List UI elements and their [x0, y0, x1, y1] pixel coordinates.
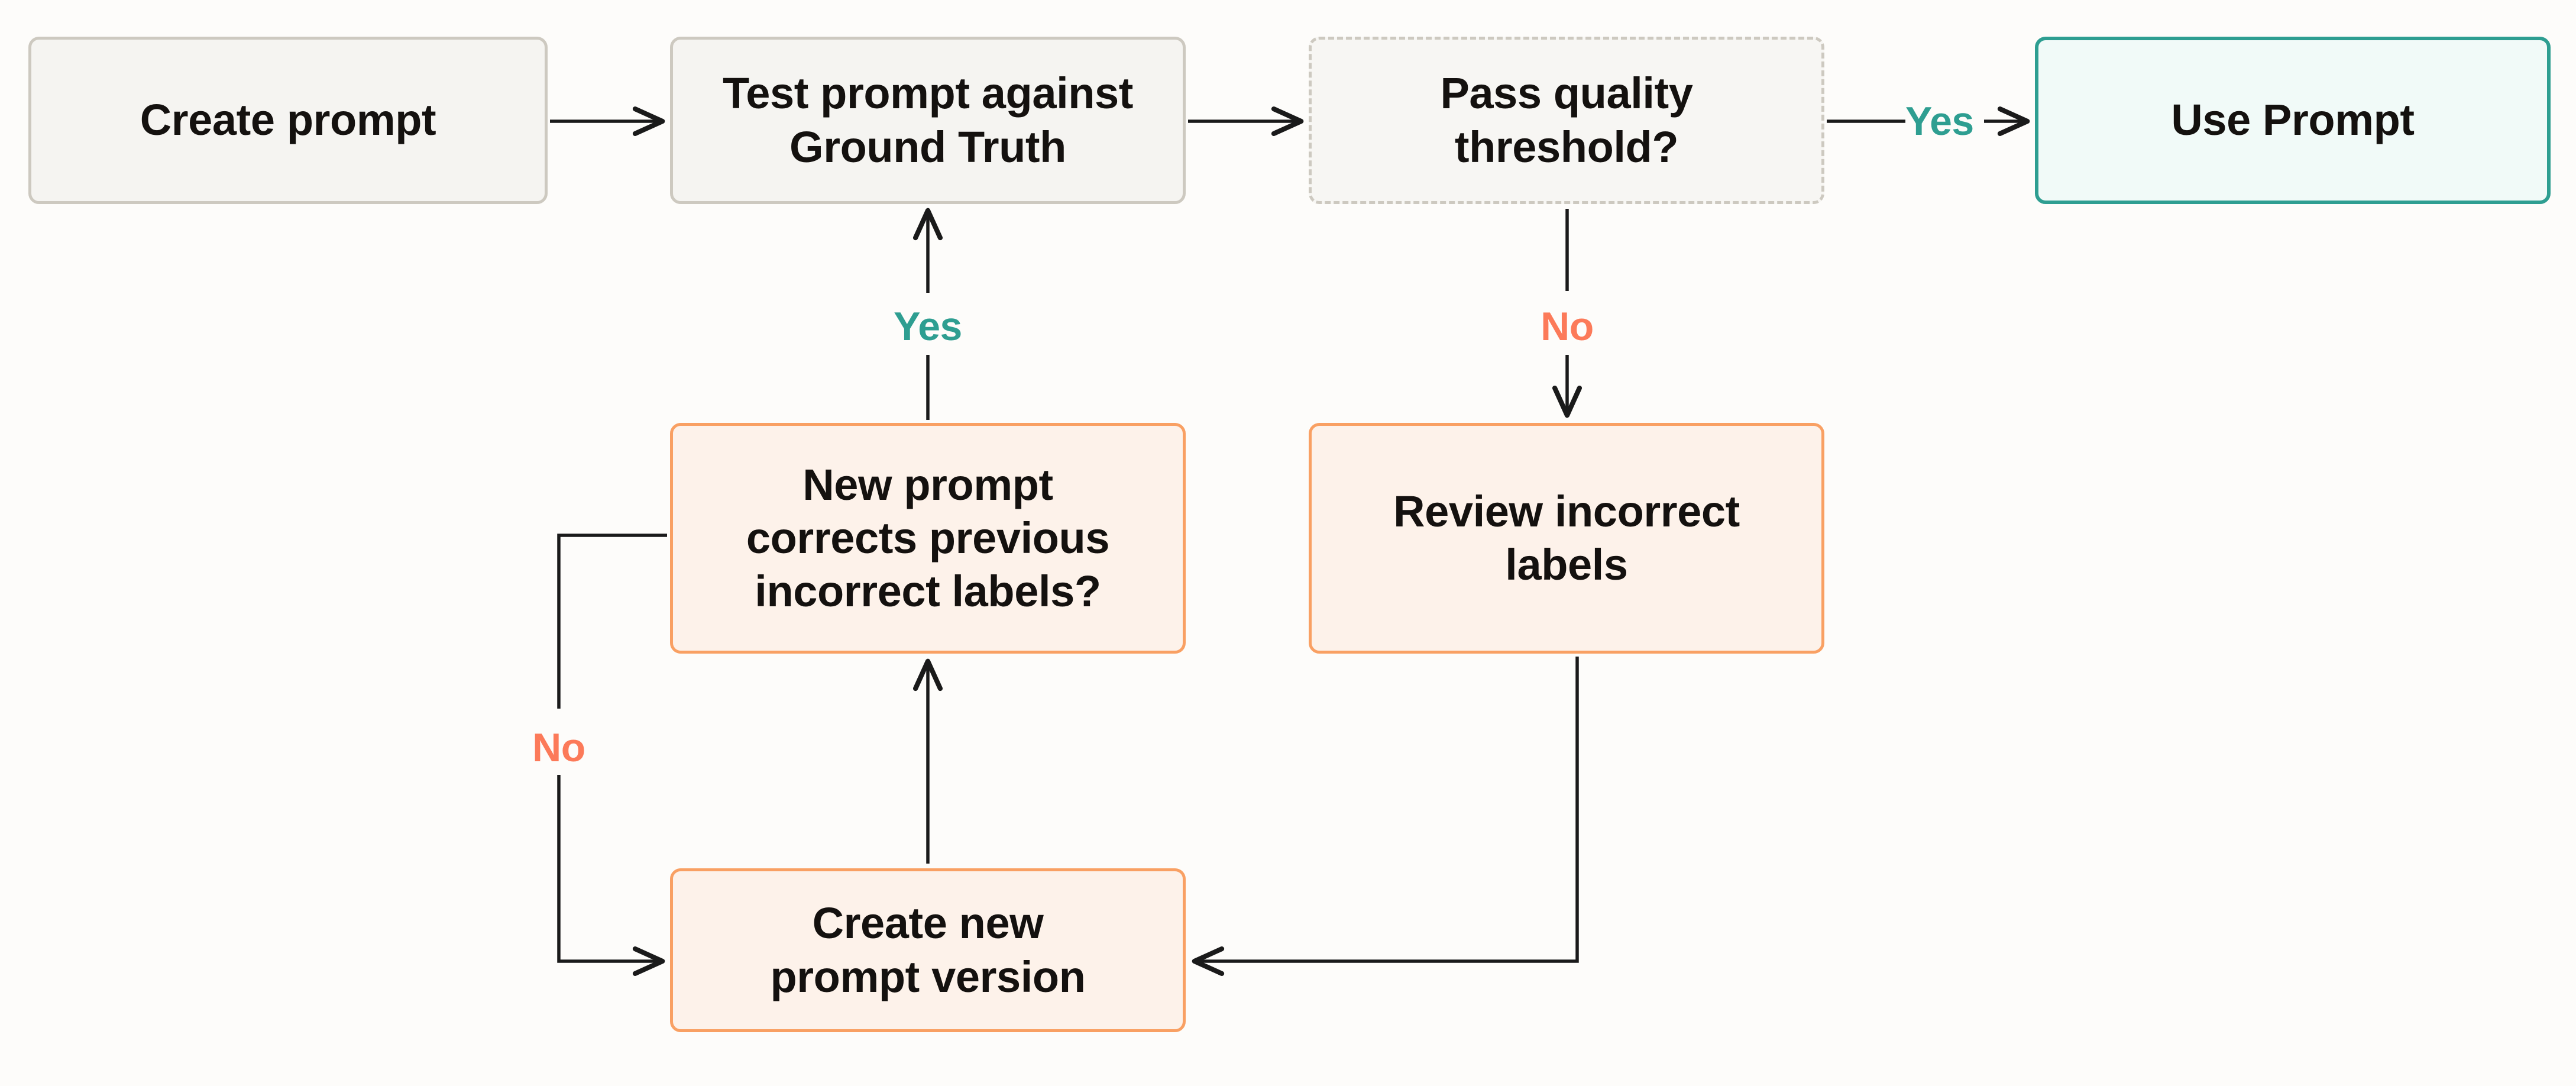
node-create-prompt[interactable]: Create prompt	[28, 37, 548, 204]
node-create-new-prompt-version-label: Create new prompt version	[770, 898, 1086, 1001]
edge-label-yes-threshold: Yes	[1905, 99, 1974, 144]
edge-review-to-create-new-version	[1192, 657, 1579, 977]
node-use-prompt[interactable]: Use Prompt	[2035, 37, 2551, 204]
edge-label-no-corrects: No	[532, 725, 585, 770]
node-use-prompt-label: Use Prompt	[2171, 95, 2415, 145]
node-create-prompt-label: Create prompt	[140, 95, 436, 145]
edge-label-no-threshold: No	[1541, 304, 1594, 349]
edge-corrects-no-to-create-new-version	[557, 775, 665, 977]
node-pass-quality-threshold-label: Pass quality threshold?	[1440, 69, 1693, 172]
node-pass-quality-threshold[interactable]: Pass quality threshold?	[1309, 37, 1824, 204]
node-new-prompt-corrects-label: New prompt corrects previous incorrect l…	[746, 460, 1110, 616]
node-review-incorrect-labels-label: Review incorrect labels	[1393, 486, 1740, 589]
node-new-prompt-corrects[interactable]: New prompt corrects previous incorrect l…	[670, 423, 1186, 654]
node-test-prompt[interactable]: Test prompt against Ground Truth	[670, 37, 1186, 204]
node-create-new-prompt-version[interactable]: Create new prompt version	[670, 868, 1186, 1032]
edge-label-yes-corrects: Yes	[894, 304, 962, 349]
node-review-incorrect-labels[interactable]: Review incorrect labels	[1309, 423, 1824, 654]
node-test-prompt-label: Test prompt against Ground Truth	[722, 69, 1134, 172]
edge-corrects-no-to-create-new-version-stub	[557, 534, 667, 709]
